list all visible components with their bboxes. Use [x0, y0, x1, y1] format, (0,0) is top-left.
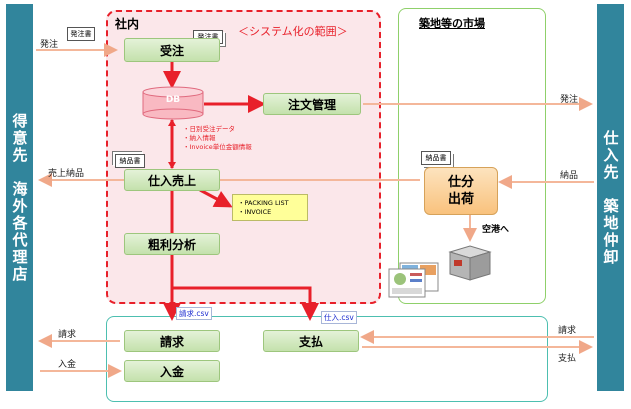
purchase-sales-box: 仕入売上	[124, 169, 220, 191]
report-thumbnail-icon	[388, 261, 440, 299]
receipt-in-label: 入金	[58, 360, 77, 370]
order-form-doc-left: 発注書	[67, 27, 95, 41]
packing-list-note: ・PACKING LIST ・INVOICE	[232, 194, 308, 221]
to-airport-label: 空港へ	[482, 225, 510, 235]
order-in-label: 発注	[40, 40, 59, 50]
billing-out-label: 請求	[58, 330, 77, 340]
purchase-csv-label: 仕入.csv	[321, 311, 357, 324]
delivery-slip-doc-inner: 納品書	[115, 154, 145, 168]
supplier-sidebar: 仕入先 築地仲卸	[597, 4, 624, 391]
market-title: 築地等の市場	[419, 17, 485, 30]
packing-list-item: ・PACKING LIST	[238, 199, 289, 207]
receipt-box: 入金	[124, 360, 220, 382]
delivery-slip-doc-market: 納品書	[421, 151, 451, 165]
order-received-box: 受注	[124, 38, 220, 62]
in-house-title: 社内	[115, 17, 140, 31]
db-label: DB	[165, 95, 181, 105]
in-house-region	[106, 10, 381, 304]
db-notes: ・日別受注データ ・納入情報 ・Invoice単位金額情報	[183, 125, 252, 152]
db-note-daily-orders: ・日別受注データ	[183, 125, 235, 133]
sorting-shipping-box: 仕分 出荷	[424, 167, 498, 215]
db-note-invoice-amount: ・Invoice単位金額情報	[183, 143, 252, 151]
payment-box: 支払	[263, 330, 359, 352]
customer-sidebar-label: 得意先 海外各代理店	[10, 112, 29, 283]
sales-delivery-label: 売上納品	[48, 169, 85, 179]
system-scope-label: ＜システム化の範囲＞	[238, 25, 348, 38]
customer-sidebar: 得意先 海外各代理店	[6, 4, 33, 391]
gross-profit-box: 粗利分析	[124, 233, 220, 255]
order-management-box: 注文管理	[263, 93, 361, 115]
order-out-label: 発注	[560, 95, 579, 105]
to-payment-arrow	[172, 286, 319, 321]
db-cylinder: DB	[142, 86, 204, 120]
to-packing-arrow	[199, 188, 233, 208]
shipping-box-icon	[446, 242, 492, 282]
supplier-sidebar-label: 仕入先 築地仲卸	[601, 129, 620, 266]
billing-in-label: 請求	[558, 326, 577, 336]
payment-out-label: 支払	[558, 354, 577, 364]
delivery-in-label: 納品	[560, 171, 579, 181]
invoice-item: ・INVOICE	[238, 208, 272, 216]
db-note-delivery-info: ・納入情報	[183, 134, 216, 142]
billing-box: 請求	[124, 330, 220, 352]
billing-csv-label: 請求.csv	[176, 307, 212, 320]
